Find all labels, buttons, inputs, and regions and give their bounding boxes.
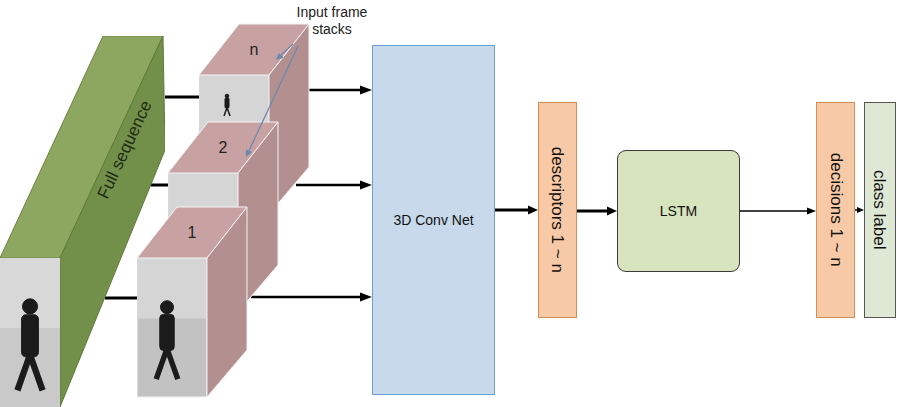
descriptor-bar: descriptors 1 ~ n: [538, 102, 577, 318]
leader-line: [249, 46, 298, 151]
text-area: LSTM: [618, 151, 739, 271]
text-area: decisions 1 ~ n: [817, 103, 854, 317]
lstm-box: LSTM: [617, 150, 740, 272]
frame-stack: 1: [137, 205, 249, 399]
leader-arrowhead: [276, 53, 284, 60]
walker-figure: [17, 299, 42, 391]
node-text: decisions 1 ~ n: [826, 153, 846, 267]
connector-arrow: [855, 207, 864, 213]
connector-line: [296, 184, 362, 187]
text-area: class label: [865, 103, 895, 317]
connector-arrow: [309, 86, 372, 95]
connector-arrow: [251, 293, 372, 302]
connector-arrow: [296, 181, 372, 190]
label-holder: Input frame stacks: [282, 4, 382, 38]
node-text: class label: [870, 170, 890, 249]
node-text: 3D Conv Net: [393, 212, 473, 228]
node-text: 2: [219, 139, 228, 157]
leader-line: [281, 44, 293, 55]
class-label-bar: class label: [864, 102, 896, 318]
connector-arrow: [165, 97, 199, 98]
text-area: n: [229, 30, 279, 70]
connector-line: [495, 209, 530, 212]
leader-arrowhead: [246, 149, 252, 157]
connector-line: [165, 96, 199, 99]
text-area: 1: [167, 213, 217, 253]
connector-arrow: [577, 207, 617, 216]
node-text: descriptors 1 ~ n: [548, 147, 568, 273]
connector-arrow: [105, 298, 137, 299]
walker-figure: [224, 94, 230, 116]
callout-label: Input frame stacks: [282, 4, 382, 38]
node-text: LSTM: [660, 203, 697, 219]
connector-arrow: [151, 185, 168, 186]
walker-figure: [156, 301, 178, 379]
decision-bar: decisions 1 ~ n: [816, 102, 855, 318]
connector-line: [740, 210, 809, 212]
text-area: 3D Conv Net: [373, 46, 494, 394]
arrowhead: [807, 208, 816, 215]
connector-line: [251, 296, 362, 299]
connector-line: [105, 297, 137, 300]
arrowhead: [528, 206, 538, 215]
arrowhead: [360, 181, 372, 190]
connector-line: [151, 184, 168, 187]
text-area: Full sequence: [95, 110, 155, 190]
connector-arrow: [495, 206, 538, 215]
node-text: Full sequence: [94, 98, 156, 202]
connector-line: [577, 210, 609, 213]
conv-net-box: 3D Conv Net: [372, 45, 495, 395]
node-text: 1: [188, 224, 197, 242]
arrowhead: [360, 293, 372, 302]
arrowhead: [857, 207, 864, 213]
arrowhead: [360, 86, 372, 95]
text-area: 2: [198, 128, 248, 168]
node-text: n: [250, 41, 259, 59]
arrowhead: [607, 207, 617, 216]
connector-arrow: [740, 208, 816, 215]
connector-line: [309, 89, 362, 92]
text-area: descriptors 1 ~ n: [539, 103, 576, 317]
